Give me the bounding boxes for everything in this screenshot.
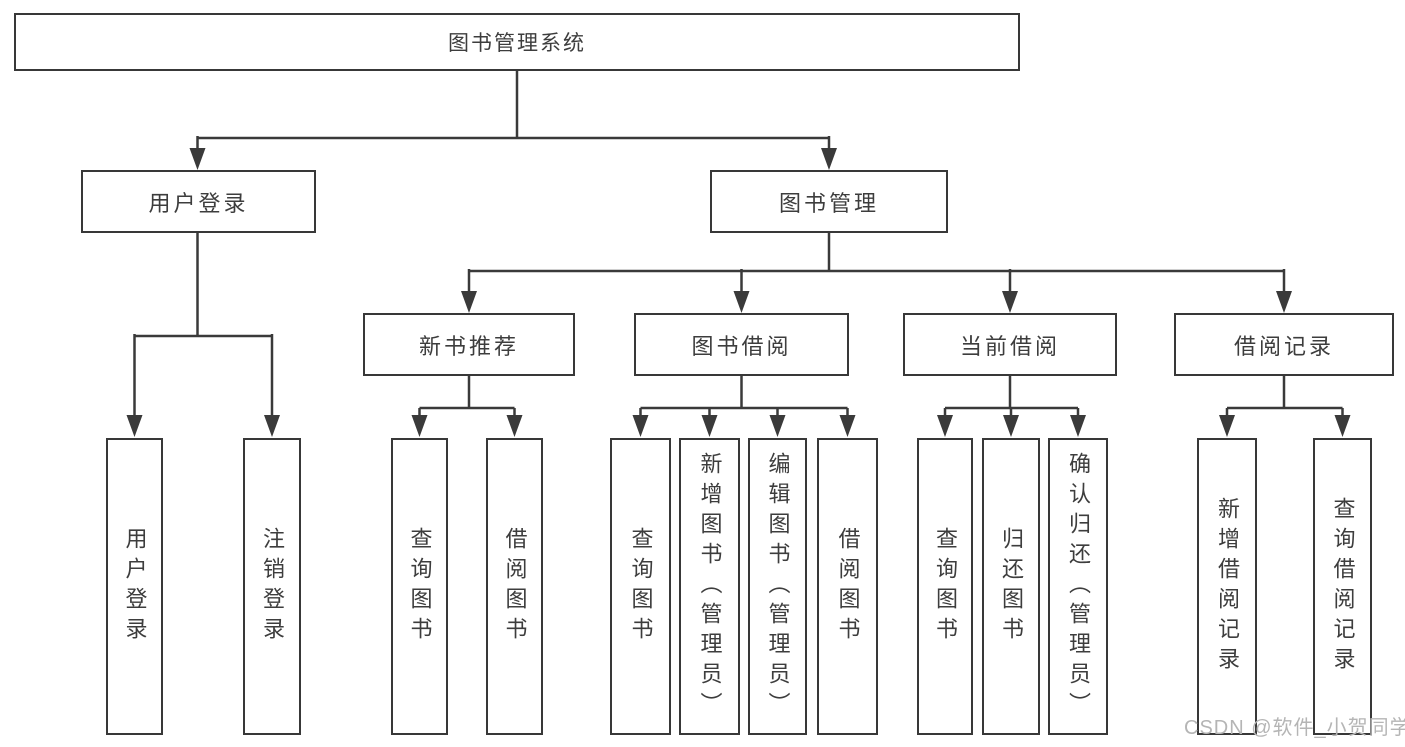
leaf-query-books-current: 查询图书 — [917, 438, 973, 735]
leaf-label: 归还图书 — [999, 526, 1024, 647]
node-label: 新书推荐 — [418, 333, 519, 359]
leaf-label: 用户登录 — [122, 526, 148, 647]
leaf-borrow-books-borrowing: 借阅图书 — [817, 438, 878, 735]
leaf-label: 确认归还（管理员） — [1066, 451, 1091, 722]
leaf-query-books-recommend: 查询图书 — [391, 438, 448, 735]
node-label: 用户登录 — [148, 190, 249, 216]
node-label: 借阅记录 — [1233, 333, 1334, 359]
leaf-label: 借阅图书 — [835, 526, 861, 647]
leaf-label: 借阅图书 — [502, 526, 528, 647]
node-new-book-recommend: 新书推荐 — [363, 313, 575, 376]
leaf-label: 注销登录 — [260, 526, 285, 647]
node-label: 图书管理 — [778, 190, 879, 216]
watermark-text: CSDN @软件_小贺同学 — [1184, 717, 1405, 739]
leaf-query-books-borrowing: 查询图书 — [610, 438, 671, 735]
leaf-edit-books-admin: 编辑图书（管理员） — [748, 438, 807, 735]
leaf-query-borrow-record: 查询借阅记录 — [1313, 438, 1372, 735]
leaf-return-books: 归还图书 — [982, 438, 1040, 735]
leaf-add-borrow-record: 新增借阅记录 — [1197, 438, 1257, 735]
leaf-add-books-admin: 新增图书（管理员） — [679, 438, 740, 735]
leaf-label: 新增借阅记录 — [1215, 496, 1240, 677]
node-label: 当前借阅 — [959, 333, 1060, 359]
leaf-label: 查询图书 — [407, 526, 433, 647]
node-root-label: 图书管理系统 — [448, 32, 586, 55]
leaf-borrow-books-recommend: 借阅图书 — [486, 438, 543, 735]
node-label: 图书借阅 — [691, 333, 792, 359]
node-borrow-records: 借阅记录 — [1174, 313, 1394, 376]
leaf-label: 查询借阅记录 — [1330, 496, 1356, 677]
connector-group — [126, 71, 1351, 437]
leaf-user-login: 用户登录 — [106, 438, 163, 735]
node-book-borrowing: 图书借阅 — [634, 313, 849, 376]
leaf-label: 编辑图书（管理员） — [765, 451, 791, 722]
leaf-label: 查询图书 — [628, 526, 654, 647]
leaf-label: 新增图书（管理员） — [697, 451, 723, 722]
leaf-logout-login: 注销登录 — [243, 438, 301, 735]
node-user-login-branch: 用户登录 — [81, 170, 316, 233]
node-root-system: 图书管理系统 — [14, 13, 1020, 71]
node-current-borrowing: 当前借阅 — [903, 313, 1117, 376]
leaf-confirm-return-admin: 确认归还（管理员） — [1048, 438, 1108, 735]
node-book-management: 图书管理 — [710, 170, 948, 233]
leaf-label: 查询图书 — [933, 526, 958, 647]
